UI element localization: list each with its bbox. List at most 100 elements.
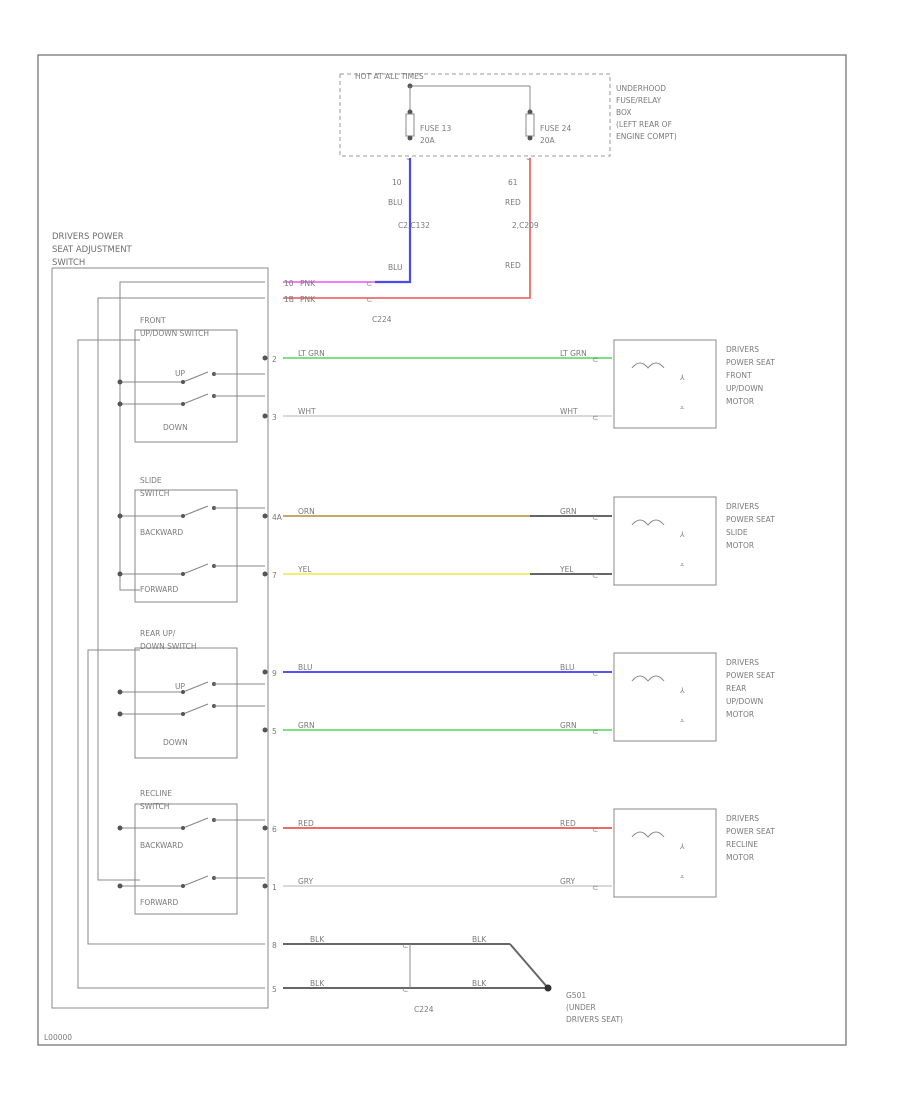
contact-pivot-2-1 [181,712,185,716]
motor-label-1-0: DRIVERS [726,502,759,511]
fuse24-connector-mark: ⌄ [525,153,531,162]
motor-ground-0: ⩡ [680,403,685,412]
motor-wire-conn-7: ⊂ [592,883,598,892]
ground-label-3: DRIVERS SEAT) [566,1015,623,1024]
fuse-box-outline [339,73,611,157]
slide-switch-box [134,489,238,603]
diagram-frame [37,54,847,1046]
c224-label-top: C224 [372,315,392,324]
pnk-pin-1: 10 [284,279,294,288]
slide-switch-name-1: SLIDE [140,476,162,485]
motor-label-3-2: RECLINE [726,840,758,849]
blu-connector: C2,C132 [398,221,430,230]
motor-label-3-1: POWER SEAT [726,827,775,836]
switch-contacts [117,371,265,889]
c224-mark-2: ⊂ [366,295,372,304]
motor-coil-2 [631,675,665,682]
switch-terminal-4 [262,669,268,675]
ground-bus-1 [87,649,265,945]
red-power-wire [375,158,531,299]
motor-wire-pin-4: 9 [272,669,277,678]
fuse-box: HOT AT ALL TIMES FUSE 13 20A FUSE 24 20A… [339,72,677,157]
motor-wire-color-5: GRN [298,721,315,730]
fuse-box-label-2: FUSE/RELAY [616,96,662,105]
motor-label-0-1: POWER SEAT [726,358,775,367]
fuse-box-label-5: ENGINE COMPT) [616,132,677,141]
rear-switch-name-2: DOWN SWITCH [140,642,197,651]
fuse-box-label-4: (LEFT REAR OF [616,120,672,129]
motor-wire-rcolor-4: BLU [560,663,574,672]
motor-ground-2: ⩡ [680,716,685,725]
fuse13-label: FUSE 13 [420,124,451,133]
fuse24-icon [525,113,535,137]
recline-switch-up: BACKWARD [140,841,183,850]
fuse24-node-top [527,109,533,115]
slide-switch-up: BACKWARD [140,528,183,537]
motor-symbol-0: ⅄ [680,373,685,382]
motor-box-2 [613,652,717,742]
contact-node-1-0 [117,513,123,519]
ground-wire-1-tail [509,943,549,989]
motor-label-1-2: SLIDE [726,528,748,537]
contact-node-3-1 [117,883,123,889]
motor-wire-conn-2: ⊂ [592,513,598,522]
motor-label-2-3: UP/DOWN [726,697,763,706]
motor-wire-conn-3: ⊂ [592,571,598,580]
contact-pivot-0-1 [181,402,185,406]
c224-mark-1: ⊂ [366,279,372,288]
motor-label-1-3: MOTOR [726,541,754,550]
switch-terminal-7 [262,883,268,889]
motor-wire-color-7: GRY [298,877,314,886]
contact-blade-1-0 [182,505,209,517]
red-connector: 2,C209 [512,221,539,230]
upper-power-wires: 10 BLU C2,C132 BLU 61 RED 2,C209 RED ⊂ ⊂… [283,158,539,324]
slide-switch-name-2: SWITCH [140,489,169,498]
motor-wire-pin-5: 5 [272,727,277,736]
motor-wire-pin-6: 6 [272,825,277,834]
contact-pivot-1-1 [181,572,185,576]
fuse13-connector-mark: ⌄ [405,153,411,162]
motor-ground-3: ⩡ [680,872,685,881]
ground-conn-mark-1: ⊂ [402,941,408,950]
motor-wire-rcolor-3: YEL [559,565,574,574]
blu-pin: 10 [392,178,402,187]
contact-blade-2-1 [182,703,209,715]
rear-switch-up: UP [175,682,185,691]
ground-bus-2 [77,339,265,989]
contact-node-2-1 [117,711,123,717]
contact-node-0-1 [117,401,123,407]
motor-label-0-3: UP/DOWN [726,384,763,393]
fuse24-label: FUSE 24 [540,124,571,133]
motor-label-0-4: MOTOR [726,397,754,406]
contact-pivot-3-0 [181,826,185,830]
motor-wire-rcolor-5: GRN [560,721,577,730]
rear-switch-box [134,647,238,759]
pnk-pin-2: 1B [284,295,294,304]
ground-point [544,984,552,992]
ground-connector-label: C224 [414,1005,434,1014]
contact-pivot-2-0 [181,690,185,694]
ground-label-1: G501 [566,991,586,1000]
fuse13-icon [405,113,415,137]
front-switch-box [134,329,238,443]
fuse24-node-bottom [527,135,533,141]
power-bus-1 [119,281,265,591]
motor-wire-pin-3: 7 [272,571,277,580]
ground-wire-1-color-b: BLK [472,935,487,944]
pnk-color-2: PNK [300,295,316,304]
motor-wire-color-2: ORN [298,507,315,516]
front-switch-up: UP [175,369,185,378]
contact-node-3-0 [117,825,123,831]
motor-label-0-2: FRONT [726,371,752,380]
contact-pivot-3-1 [181,884,185,888]
ground-wire-2-color-b: BLK [472,979,487,988]
motor-coil-0 [631,362,665,369]
contact-blade-2-0 [182,681,209,693]
switch-terminal-5 [262,727,268,733]
contact-node-1-1 [117,571,123,577]
red-color-1: RED [505,198,521,207]
recline-switch-name-1: RECLINE [140,789,172,798]
switch-terminal-1 [262,413,268,419]
motor-wire-conn-4: ⊂ [592,669,598,678]
